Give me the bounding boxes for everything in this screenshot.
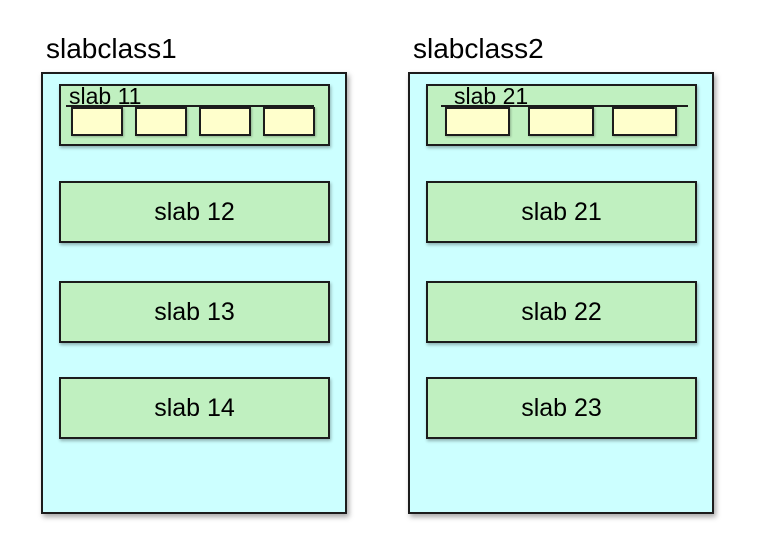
slab-top-label: slab 21 [454, 83, 529, 109]
chunk-row [428, 107, 695, 136]
memory-chunk [71, 107, 123, 136]
slabclass-container: slab 11 slab 12 slab 13 slab 14 [41, 72, 347, 514]
slab-top-label: slab 11 [69, 83, 142, 109]
slab-with-chunks: slab 21 [426, 84, 697, 146]
slabclass-section: slabclass2 slab 21 slab 21 slab 22 slab 23 [408, 34, 714, 520]
slab-box: slab 23 [426, 377, 697, 439]
memory-chunk [528, 107, 594, 136]
slabclass-title: slabclass2 [413, 33, 544, 64]
slab-label: slab 14 [154, 393, 235, 422]
slab-header: slab 11 [66, 83, 314, 109]
slabclass-title: slabclass1 [46, 33, 177, 64]
slab-label: slab 23 [521, 393, 602, 422]
slab-with-chunks: slab 11 [59, 84, 330, 146]
memory-chunk [611, 107, 677, 136]
slab-label: slab 22 [521, 297, 602, 326]
slab-box: slab 12 [59, 181, 330, 243]
memory-chunk [263, 107, 315, 136]
slab-box: slab 13 [59, 281, 330, 343]
chunk-row [61, 107, 328, 136]
memory-chunk [199, 107, 251, 136]
slab-header: slab 21 [441, 83, 688, 109]
slab-label: slab 12 [154, 197, 235, 226]
slabclass-section: slabclass1 slab 11 slab 12 slab 13 slab 14 [41, 34, 347, 520]
slab-label: slab 13 [154, 297, 235, 326]
slab-label: slab 21 [521, 197, 602, 226]
slab-box: slab 22 [426, 281, 697, 343]
slabclass-container: slab 21 slab 21 slab 22 slab 23 [408, 72, 714, 514]
slab-box: slab 21 [426, 181, 697, 243]
memory-chunk [135, 107, 187, 136]
memory-chunk [445, 107, 511, 136]
slab-box: slab 14 [59, 377, 330, 439]
